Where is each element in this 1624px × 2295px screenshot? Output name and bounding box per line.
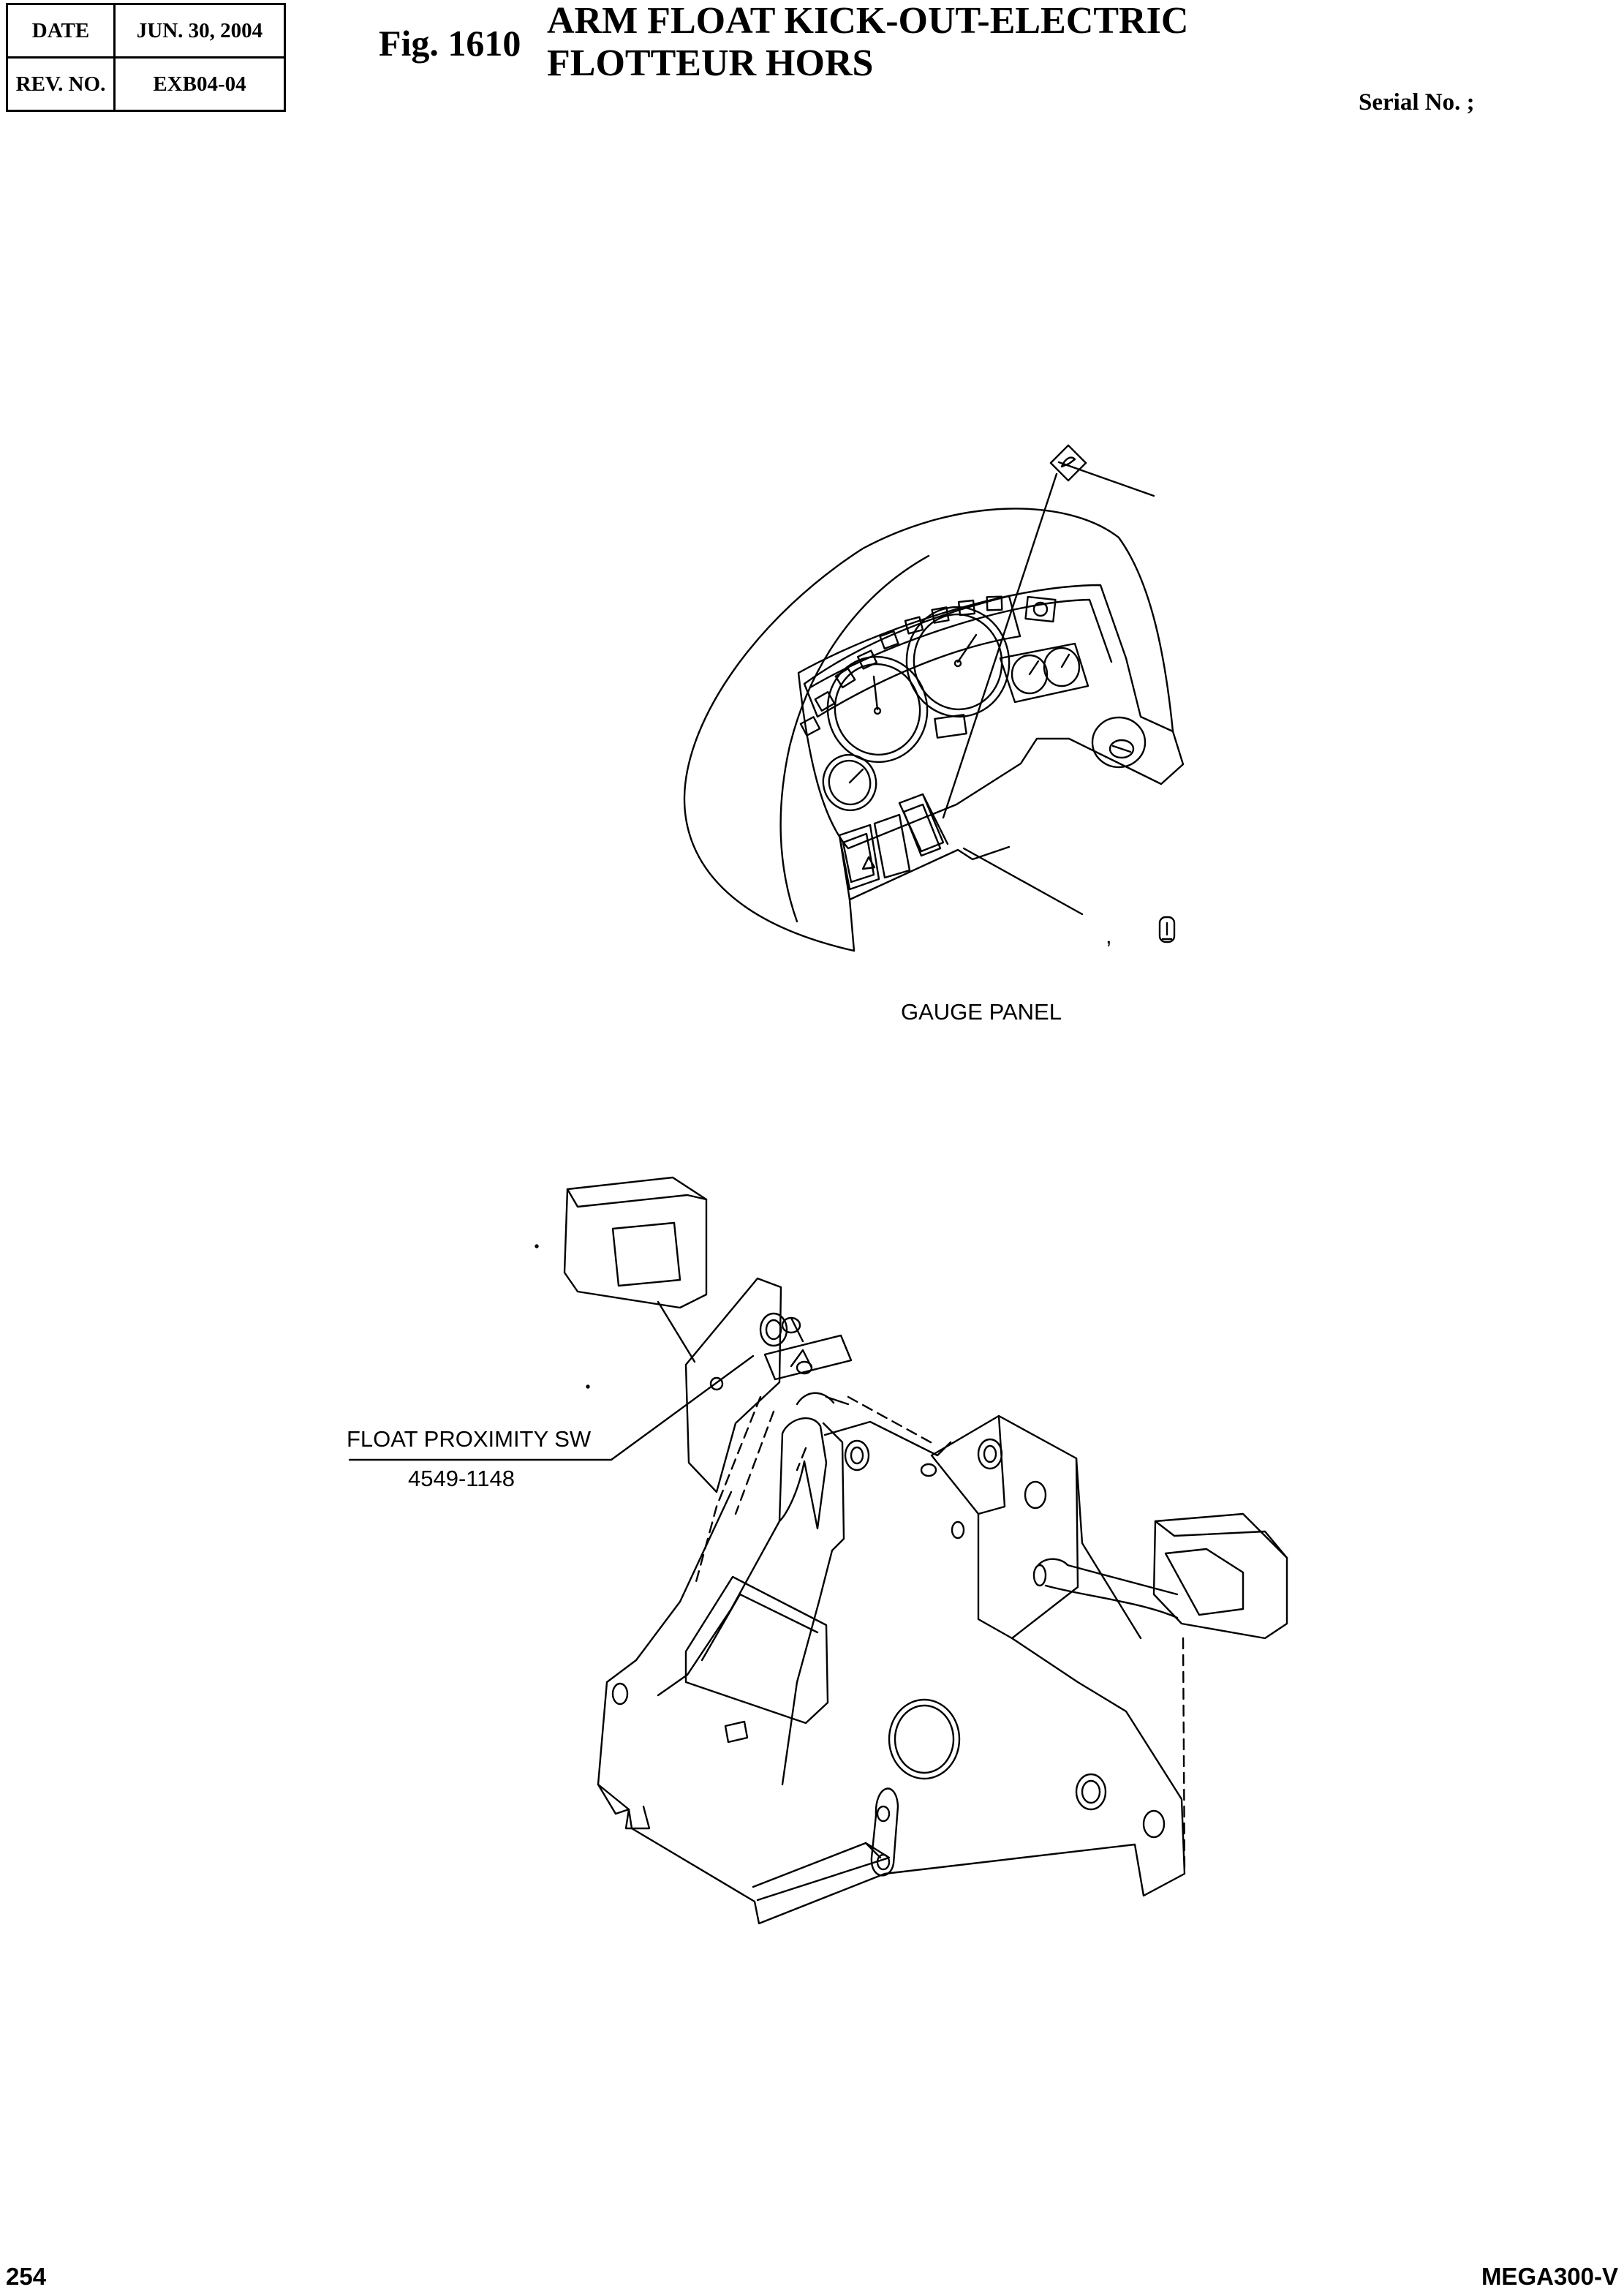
tachometer-gauge bbox=[820, 649, 936, 769]
float-decal-icon bbox=[1051, 445, 1086, 481]
rev-value: EXB04-04 bbox=[113, 56, 286, 112]
serial-number: Serial No. ; bbox=[1359, 89, 1475, 116]
gauge-panel-callout-mark: , bbox=[1106, 923, 1112, 949]
date-label: DATE bbox=[6, 3, 116, 59]
float-proximity-switch-label: FLOAT PROXIMITY SW bbox=[347, 1426, 592, 1452]
gauge-panel-caption: GAUGE PANEL bbox=[901, 999, 1062, 1025]
figure-number: Fig. 1610 bbox=[379, 23, 521, 64]
right-pedal-pad bbox=[1154, 1514, 1287, 1638]
figure-title: ARM FLOAT KICK-OUT-ELECTRIC FLOTTEUR HOR… bbox=[547, 0, 1188, 85]
proximity-switch-leader-line bbox=[350, 1356, 753, 1460]
rev-label: REV. NO. bbox=[6, 56, 116, 112]
model-name: MEGA300-V bbox=[1481, 2263, 1618, 2290]
bulb-icon bbox=[1160, 917, 1174, 942]
float-proximity-switch-part-number: 4549-1148 bbox=[408, 1466, 515, 1491]
revision-table: DATE JUN. 30, 2004 REV. NO. EXB04-04 bbox=[6, 3, 286, 112]
gauge-panel-illustration bbox=[684, 445, 1183, 951]
left-pedal-pad bbox=[564, 1177, 706, 1308]
title-line-2: FLOTTEUR HORS bbox=[547, 42, 874, 84]
title-line-1: ARM FLOAT KICK-OUT-ELECTRIC bbox=[547, 0, 1189, 42]
temperature-gauges bbox=[1000, 644, 1088, 702]
hidden-lines bbox=[695, 1397, 1185, 1872]
date-value: JUN. 30, 2004 bbox=[113, 3, 286, 59]
fuel-gauge bbox=[817, 749, 882, 816]
speedometer-gauge bbox=[899, 600, 1016, 723]
key-switch bbox=[1092, 717, 1145, 767]
switch-leader-line bbox=[964, 848, 1082, 914]
page-number: 254 bbox=[6, 2263, 47, 2290]
float-proximity-switch bbox=[765, 1318, 851, 1404]
decal-leader-line bbox=[943, 474, 1057, 818]
loader-frame-illustration bbox=[350, 1177, 1287, 1923]
rocker-switches bbox=[839, 794, 948, 889]
